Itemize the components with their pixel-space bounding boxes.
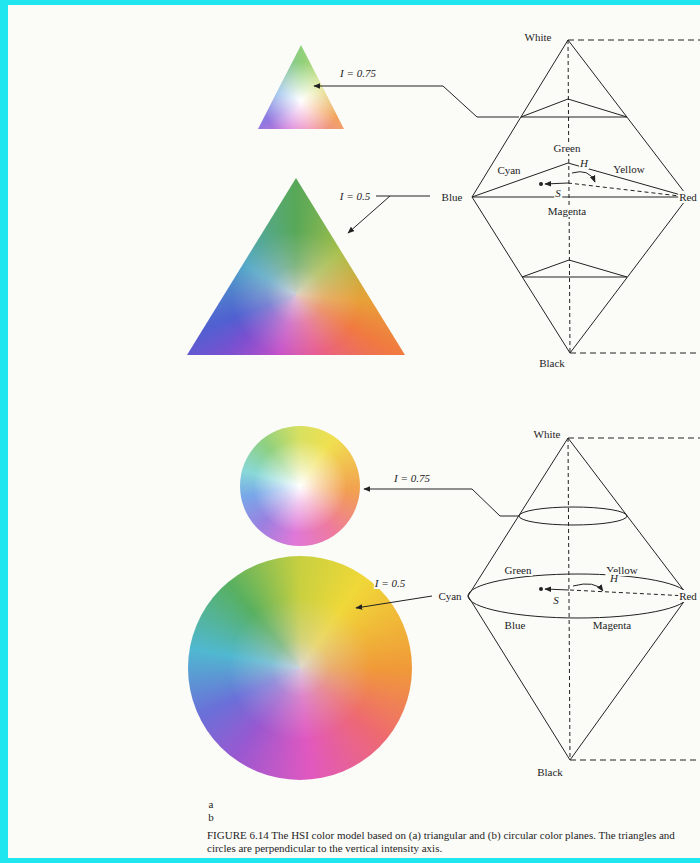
vertex-label: Black bbox=[536, 766, 564, 778]
hue-arrow bbox=[573, 584, 603, 591]
color-name: Cyan bbox=[496, 164, 521, 176]
circle-plane bbox=[468, 574, 688, 618]
color-name: Blue bbox=[441, 191, 464, 203]
saturation-symbol: S bbox=[554, 187, 562, 199]
vertex-label: White bbox=[524, 31, 553, 43]
color-name: Red bbox=[678, 191, 698, 203]
hue-symbol: H bbox=[609, 572, 619, 584]
color-point bbox=[539, 182, 543, 186]
guide-line bbox=[568, 438, 700, 439]
triangle-plane bbox=[521, 99, 627, 117]
color-circle bbox=[188, 556, 412, 780]
hue-arrow bbox=[572, 172, 595, 182]
intensity-label: I = 0.5 bbox=[339, 190, 371, 202]
hue-reference bbox=[568, 183, 688, 197]
color-name: Green bbox=[504, 564, 533, 576]
leader-line bbox=[314, 86, 519, 117]
leader-line bbox=[376, 196, 430, 197]
intensity-label: I = 0.5 bbox=[374, 577, 406, 589]
vertex-label: Black bbox=[538, 357, 566, 369]
color-name: Cyan bbox=[437, 590, 462, 602]
guide-line bbox=[568, 40, 700, 41]
leader-line bbox=[364, 489, 519, 516]
guide-line bbox=[570, 760, 700, 761]
color-name: Magenta bbox=[547, 205, 587, 217]
color-name: Yellow bbox=[612, 163, 645, 175]
color-name: Green bbox=[553, 142, 582, 154]
vertex-label: White bbox=[533, 428, 562, 440]
double-pyramid bbox=[472, 40, 688, 353]
panel-letter: b bbox=[207, 811, 215, 823]
double-cone bbox=[468, 438, 688, 760]
intensity-axis bbox=[568, 438, 570, 760]
color-point bbox=[539, 587, 543, 591]
hue-reference bbox=[570, 590, 688, 596]
panel-letter: a bbox=[208, 798, 215, 810]
color-name: Magenta bbox=[592, 619, 632, 631]
hue-symbol: H bbox=[579, 157, 589, 169]
figure-caption: FIGURE 6.14 The HSI color model based on… bbox=[207, 829, 695, 855]
triangle-plane bbox=[522, 260, 627, 277]
intensity-label: I = 0.75 bbox=[339, 67, 377, 79]
saturation-arrow bbox=[545, 183, 568, 184]
guide-line bbox=[570, 353, 700, 354]
color-name: Red bbox=[678, 590, 698, 602]
saturation-arrow bbox=[545, 589, 569, 590]
circle-plane bbox=[519, 507, 627, 525]
color-circle bbox=[240, 426, 360, 546]
leader-line bbox=[356, 596, 432, 608]
color-name: Blue bbox=[504, 619, 527, 631]
intensity-label: I = 0.75 bbox=[393, 472, 431, 484]
triangle-plane bbox=[472, 197, 688, 198]
saturation-symbol: S bbox=[552, 594, 560, 606]
